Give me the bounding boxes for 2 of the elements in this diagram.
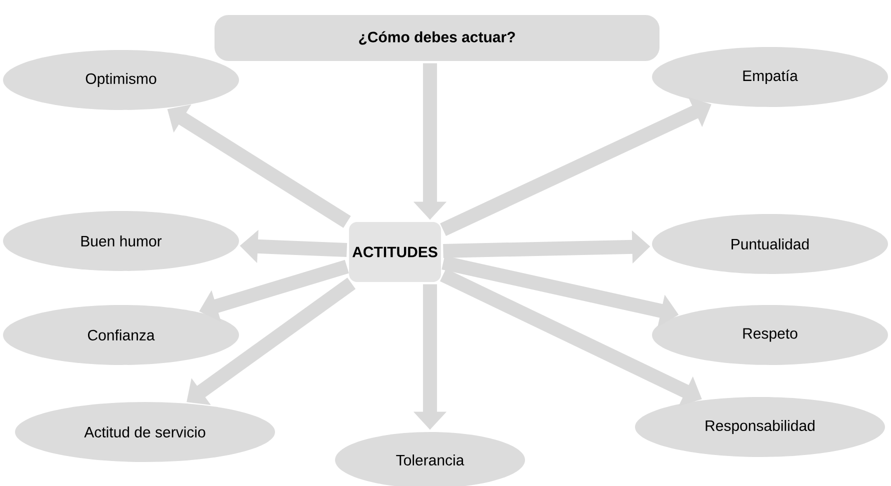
center-box: ACTITUDES [349, 222, 441, 282]
heading-box: ¿Cómo debes actuar? [214, 15, 660, 61]
